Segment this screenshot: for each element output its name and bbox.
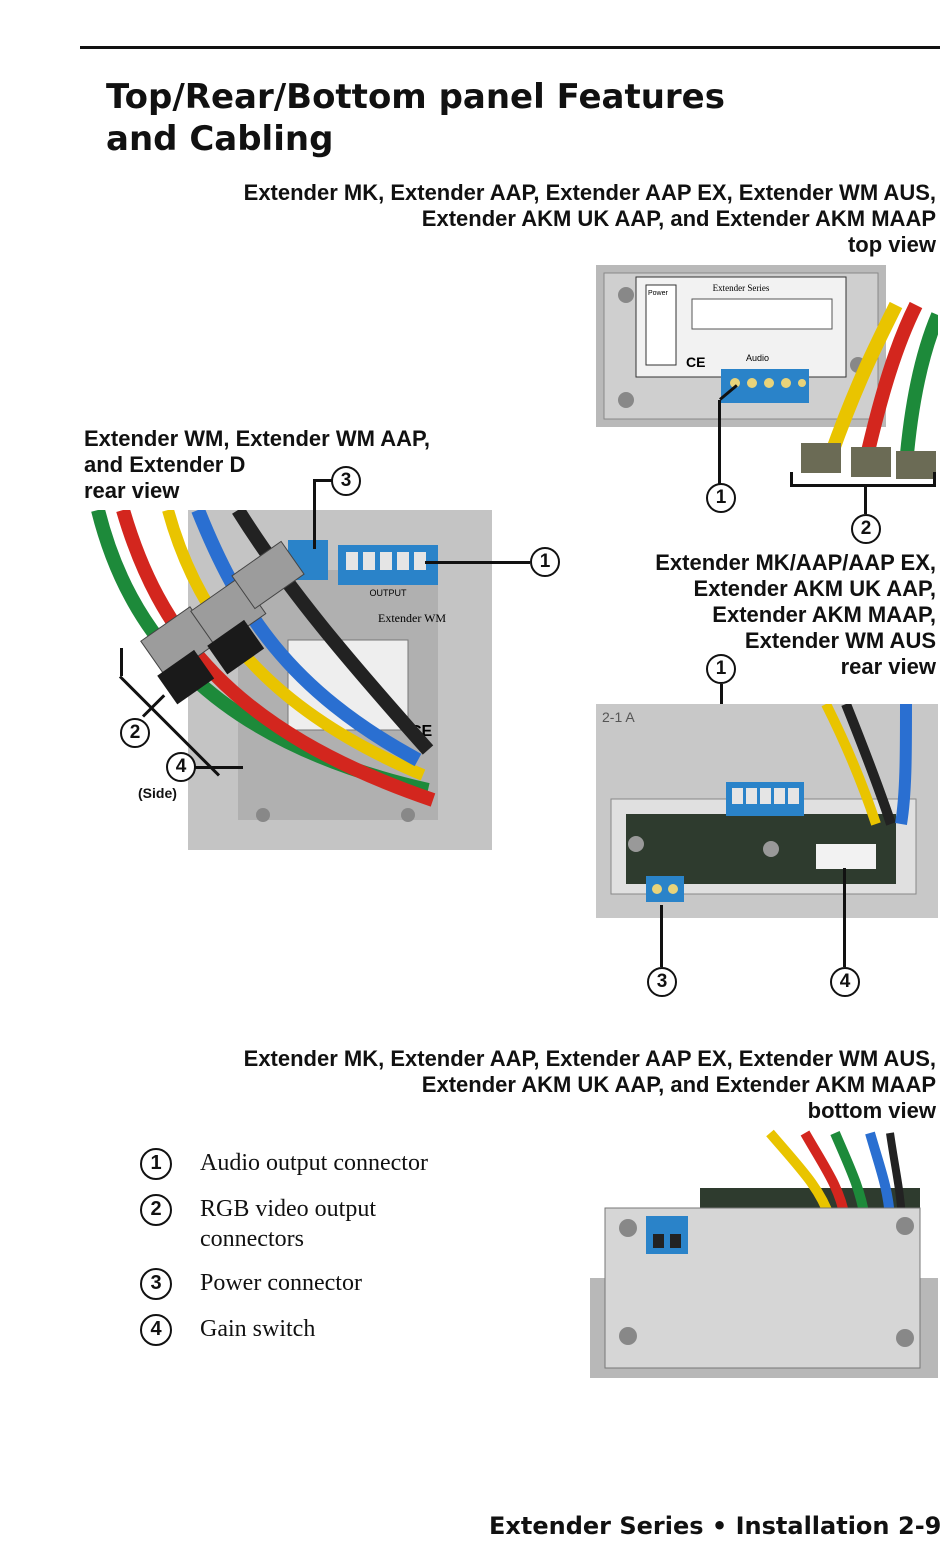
rear-right-caption-line-4: Extender WM AUS <box>744 628 936 653</box>
rear-left-output: OUTPUT <box>370 588 408 598</box>
top-view-caption: Extender MK, Extender AAP, Extender AAP … <box>116 180 936 258</box>
rear-left-callout-1-leader <box>425 561 530 564</box>
rear-left-caption-line-2: and Extender D <box>84 452 246 477</box>
rear-left-callout-4: 4 <box>166 752 196 782</box>
rear-left-callout-3-leader-v <box>313 479 316 549</box>
top-caption-line-3: top view <box>847 232 936 257</box>
rear-right-callout-3: 3 <box>647 967 677 997</box>
top-label-power: Power <box>648 290 669 297</box>
rear-right-caption: Extender MK/AAP/AAP EX, Extender AKM UK … <box>576 550 936 680</box>
rear-right-callout-4-leader <box>843 868 846 967</box>
legend-text: Gain switch <box>200 1316 316 1342</box>
rear-left-model: Extender WM <box>378 611 446 625</box>
legend-number: 2 <box>140 1194 172 1226</box>
top-callout-2-leader <box>864 486 867 514</box>
rear-left-caption-line-3: rear view <box>84 478 180 503</box>
rear-left-caption: Extender WM, Extender WM AAP, and Extend… <box>84 426 504 504</box>
bottom-caption-line-3: bottom view <box>807 1098 936 1123</box>
bottom-view-photo <box>590 1128 938 1378</box>
top-label-audio: Audio <box>746 353 769 363</box>
rear-left-callout-4-leader <box>195 766 243 769</box>
title-line-2: and Cabling <box>106 119 334 159</box>
rear-right-caption-line-2: Extender AKM UK AAP, <box>693 576 936 601</box>
header-rule <box>80 46 940 49</box>
side-label: (Side) <box>138 785 177 801</box>
legend: 1 Audio output connector 2 RGB video out… <box>140 1148 560 1360</box>
top-label-series: Extender Series <box>713 283 770 293</box>
legend-text: Power connector <box>200 1270 362 1296</box>
top-label-ce: CE <box>686 354 705 370</box>
rear-right-caption-line-1: Extender MK/AAP/AAP EX, <box>655 550 936 575</box>
rear-left-callout-2-bracket-tick <box>120 648 123 676</box>
rear-left-callout-3-leader-h <box>313 479 332 482</box>
legend-number: 4 <box>140 1314 172 1346</box>
top-callout-2-bracket-right <box>933 472 936 487</box>
top-callout-2-bracket <box>790 484 936 487</box>
top-caption-line-1: Extender MK, Extender AAP, Extender AAP … <box>243 180 936 205</box>
rear-left-photo: OUTPUT Extender WM CE <box>88 510 492 850</box>
rear-right-callout-4: 4 <box>830 967 860 997</box>
top-view-photo: Extender Series Power CE Audio <box>596 265 938 480</box>
top-callout-1: 1 <box>706 483 736 513</box>
page-title: Top/Rear/Bottom panel Features and Cabli… <box>106 76 725 160</box>
legend-number: 1 <box>140 1148 172 1180</box>
rear-right-photo: 2-1 A <box>596 704 938 918</box>
rear-left-callout-1: 1 <box>530 547 560 577</box>
top-callout-2: 2 <box>851 514 881 544</box>
legend-item: 4 Gain switch <box>140 1314 560 1346</box>
legend-text: RGB video output connectors <box>200 1196 377 1252</box>
rear-left-caption-line-1: Extender WM, Extender WM AAP, <box>84 426 430 451</box>
footer-page-number: 2-9 <box>898 1512 942 1540</box>
rear-left-callout-2: 2 <box>120 718 150 748</box>
title-line-1: Top/Rear/Bottom panel Features <box>106 77 725 117</box>
top-callout-2-bracket-left <box>790 472 793 487</box>
rear-right-caption-line-3: Extender AKM MAAP, <box>712 602 936 627</box>
legend-item: 3 Power connector <box>140 1268 560 1300</box>
rear-right-tag: 2-1 A <box>602 709 635 725</box>
top-caption-line-2: Extender AKM UK AAP, and Extender AKM MA… <box>421 206 936 231</box>
legend-number: 3 <box>140 1268 172 1300</box>
rear-right-callout-3-leader <box>660 905 663 967</box>
footer-series-title: Extender Series • Installation <box>489 1512 890 1540</box>
bottom-view-caption: Extender MK, Extender AAP, Extender AAP … <box>116 1046 936 1124</box>
legend-text: Audio output connector <box>200 1150 428 1176</box>
top-callout-1-leader <box>718 400 721 485</box>
bottom-caption-line-2: Extender AKM UK AAP, and Extender AKM MA… <box>421 1072 936 1097</box>
bottom-caption-line-1: Extender MK, Extender AAP, Extender AAP … <box>243 1046 936 1071</box>
legend-item: 2 RGB video output connectors <box>140 1194 560 1254</box>
legend-item: 1 Audio output connector <box>140 1148 560 1180</box>
rear-right-caption-line-5: rear view <box>840 654 936 679</box>
rear-right-callout-1: 1 <box>706 654 736 684</box>
rear-left-callout-3: 3 <box>331 466 361 496</box>
